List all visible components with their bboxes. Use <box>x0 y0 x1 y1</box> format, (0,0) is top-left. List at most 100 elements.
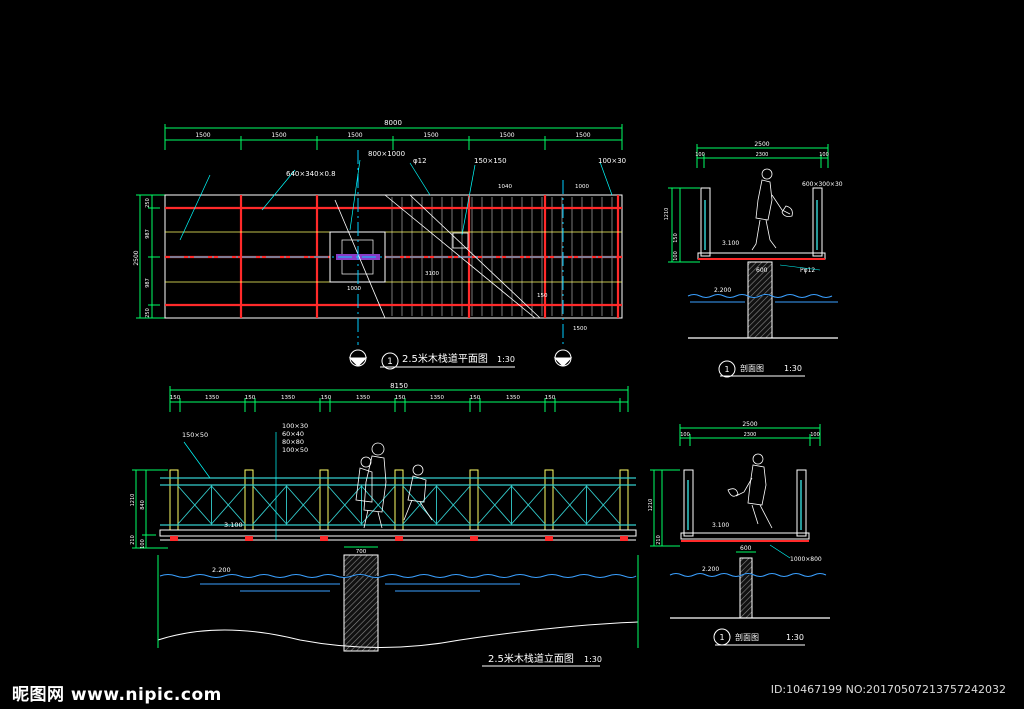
elevation-total-width: 8150 <box>390 382 408 390</box>
elev-seg-5: 150 <box>321 395 332 401</box>
plan-total-width: 8000 <box>384 119 402 127</box>
plan-height-total: 2500 <box>133 250 140 265</box>
elevation-pile <box>343 554 379 652</box>
section-b-index: 1 <box>719 633 724 642</box>
elevation-people <box>355 442 433 529</box>
section-b-part-3: 100 <box>810 432 820 438</box>
section-a-person <box>751 168 793 251</box>
elev-seg-6: 1350 <box>356 395 370 401</box>
section-a-note-2: 3.100 <box>722 240 739 247</box>
plan-section-marker-right <box>553 349 573 367</box>
section-a-note-1: 600×300×30 <box>802 181 843 188</box>
section-a-scale: 1:30 <box>784 364 802 373</box>
section-a-part-2: 2300 <box>756 152 769 158</box>
section-b-note-5: 1210 <box>648 499 654 512</box>
elevation-scale: 1:30 <box>584 655 602 664</box>
plan-beams <box>165 195 622 318</box>
elev-note-6: 3.100 <box>224 521 243 529</box>
beam-block <box>320 536 328 541</box>
section-b-note-6: 210 <box>656 535 662 545</box>
plan-note-1: 640×340×0.8 <box>286 170 336 178</box>
section-b-part-2: 2300 <box>744 432 757 438</box>
plan-note-11: 150 <box>537 293 548 299</box>
section-b-title: 剖面图 <box>735 632 759 642</box>
plan-note-3: φ12 <box>413 157 427 165</box>
elev-note-8: 700 <box>356 549 367 555</box>
beam-block <box>470 536 478 541</box>
plan-h-3: 987 <box>145 278 151 288</box>
plan-note-5: 100×30 <box>598 157 626 165</box>
plan-joists <box>165 231 622 283</box>
elev-seg-8: 1350 <box>430 395 444 401</box>
section-a-part-1: 100 <box>695 152 705 158</box>
elevation-title: 2.5米木栈道立面图 <box>488 652 574 665</box>
plan-scale: 1:30 <box>497 355 515 364</box>
elev-note-4: 80×80 <box>282 438 304 446</box>
elev-note-2: 100×30 <box>282 422 308 430</box>
plan-note-10: 1500 <box>573 326 587 332</box>
plan-seg-3: 1500 <box>347 132 362 139</box>
plan-view: 8000 1500 1500 1500 1500 1500 1500 2500 … <box>133 119 626 370</box>
plan-note-8: 3100 <box>425 271 439 277</box>
elevation-view: 8150 150 1350 150 1350 150 1350 150 1350… <box>130 382 639 667</box>
section-a-note-7: 150 <box>673 233 679 243</box>
plan-title-index-circle <box>381 352 399 370</box>
section-b-note-4: 600 <box>740 545 752 552</box>
elev-note-3: 60×40 <box>282 430 304 438</box>
elev-left-1: 1210 <box>130 494 136 507</box>
elev-seg-10: 1350 <box>506 395 520 401</box>
plan-h-1: 250 <box>145 198 151 208</box>
plan-seg-5: 1500 <box>499 132 514 139</box>
section-b-person <box>727 453 773 529</box>
beam-block <box>395 536 403 541</box>
elev-left-2: 840 <box>140 500 146 510</box>
elev-seg-3: 150 <box>245 395 256 401</box>
elev-seg-11: 150 <box>545 395 556 401</box>
elev-seg-1: 150 <box>170 395 181 401</box>
section-a-note-8: 100 <box>673 251 679 261</box>
section-b-note-1: 3.100 <box>712 522 729 529</box>
plan-seg-2: 1500 <box>271 132 286 139</box>
section-b-note-2: 2.200 <box>702 566 719 573</box>
section-a-note-5: 600 <box>756 267 768 274</box>
elev-note-1: 150×50 <box>182 431 208 439</box>
section-b-part-1: 100 <box>680 432 690 438</box>
section-b-pile <box>739 557 753 619</box>
section-a-pile <box>747 261 773 339</box>
watermark-site: 昵图网 www.nipic.com <box>12 685 222 705</box>
section-a-note-6: 1210 <box>664 208 670 221</box>
elevation-ground <box>157 621 639 648</box>
plan-section-marker-left <box>348 349 368 367</box>
plan-note-6: 1040 <box>498 184 512 190</box>
plan-top-dimensions <box>164 124 623 150</box>
plan-seg-1: 1500 <box>195 132 210 139</box>
plan-seg-6: 1500 <box>575 132 590 139</box>
plan-note-2: 800×1000 <box>368 150 405 158</box>
plan-centerlines <box>170 150 620 345</box>
beam-block <box>545 536 553 541</box>
elev-seg-7: 150 <box>395 395 406 401</box>
section-b-note-3: 1000×800 <box>790 556 822 563</box>
section-a-note-3: 2.200 <box>714 287 731 294</box>
beam-block <box>170 536 178 541</box>
elev-left-4: 100 <box>140 539 146 549</box>
watermark-id: ID:10467199 NO:20170507213757242032 <box>770 683 1006 696</box>
elevation-cross-bracing <box>177 485 621 525</box>
elev-note-7: 2.200 <box>212 566 231 574</box>
section-a-width: 2500 <box>754 141 769 148</box>
plan-h-4: 250 <box>145 308 151 318</box>
elev-left-3: 210 <box>130 535 136 545</box>
plan-note-9: 1000 <box>347 286 361 292</box>
beam-block <box>245 536 253 541</box>
section-b-scale: 1:30 <box>786 633 804 642</box>
plan-seg-4: 1500 <box>423 132 438 139</box>
elev-seg-4: 1350 <box>281 395 295 401</box>
elev-note-5: 100×50 <box>282 446 308 454</box>
section-a-note-4: Pφ12 <box>800 267 815 274</box>
plan-note-7: 1000 <box>575 184 589 190</box>
plan-note-4: 150×150 <box>474 157 507 165</box>
section-a-title-circle <box>718 360 736 378</box>
section-a-part-3: 100 <box>819 152 829 158</box>
